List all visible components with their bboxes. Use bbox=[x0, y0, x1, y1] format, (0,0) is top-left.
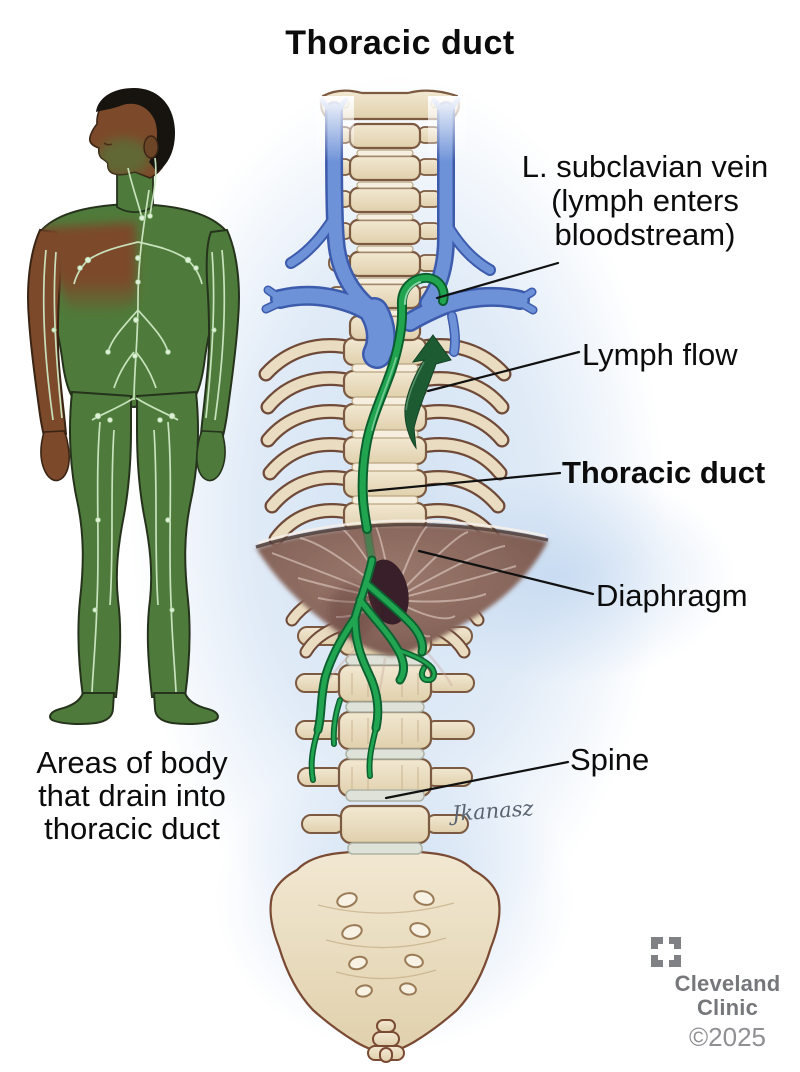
sacral-foramina bbox=[336, 890, 435, 998]
leader-line-diaphragm bbox=[417, 549, 595, 596]
branding-copyright: ©2025 bbox=[689, 1022, 766, 1052]
branding-name-line1: Cleveland bbox=[674, 971, 781, 996]
coccyx bbox=[367, 1019, 405, 1063]
figure-left-foot bbox=[49, 692, 116, 725]
figure-right-foot bbox=[152, 692, 219, 725]
label-lymph-flow: Lymph flow bbox=[582, 337, 738, 372]
figure-left-leg bbox=[69, 390, 132, 698]
figure-right-hand bbox=[196, 430, 226, 482]
figure-right-leg bbox=[136, 390, 199, 698]
label-thoracic-duct: Thoracic duct bbox=[562, 455, 766, 490]
body-figure-illustration bbox=[27, 88, 240, 725]
leader-line-lymph-flow bbox=[426, 350, 581, 393]
spine-illustration bbox=[255, 89, 549, 1063]
branding-block: Cleveland Clinic ©2025 bbox=[650, 936, 800, 1052]
leader-lines bbox=[367, 261, 595, 800]
figure-caption: Areas of body that drain into thoracic d… bbox=[36, 745, 228, 846]
page-title: Thoracic duct bbox=[285, 24, 515, 62]
label-spine: Spine bbox=[570, 742, 650, 777]
figure-chest-drainage-boundary bbox=[38, 222, 136, 317]
leader-line-subclavian bbox=[435, 261, 560, 300]
figure-lymph-nodes bbox=[51, 213, 217, 613]
intervertebral-discs bbox=[345, 654, 425, 855]
figure-left-hand bbox=[40, 430, 70, 482]
figure-jaw-green-tint bbox=[98, 138, 150, 176]
figure-ear bbox=[143, 135, 159, 159]
leader-line-thoracic-duct bbox=[367, 471, 562, 493]
figure-mouth bbox=[103, 142, 113, 146]
cleveland-clinic-logo-icon bbox=[651, 936, 744, 968]
branding-name-line2: Clinic bbox=[696, 995, 759, 1020]
leader-line-spine bbox=[384, 760, 570, 800]
label-diaphragm: Diaphragm bbox=[596, 578, 748, 613]
sacrum bbox=[269, 849, 501, 1063]
lymph-flow-arrow-icon bbox=[404, 334, 452, 450]
thoracic-duct-vessel bbox=[357, 272, 449, 534]
label-subclavian-vein: L. subclavian vein (lymph enters bloodst… bbox=[521, 149, 769, 252]
lumbar-lymph-trunks bbox=[308, 555, 438, 783]
